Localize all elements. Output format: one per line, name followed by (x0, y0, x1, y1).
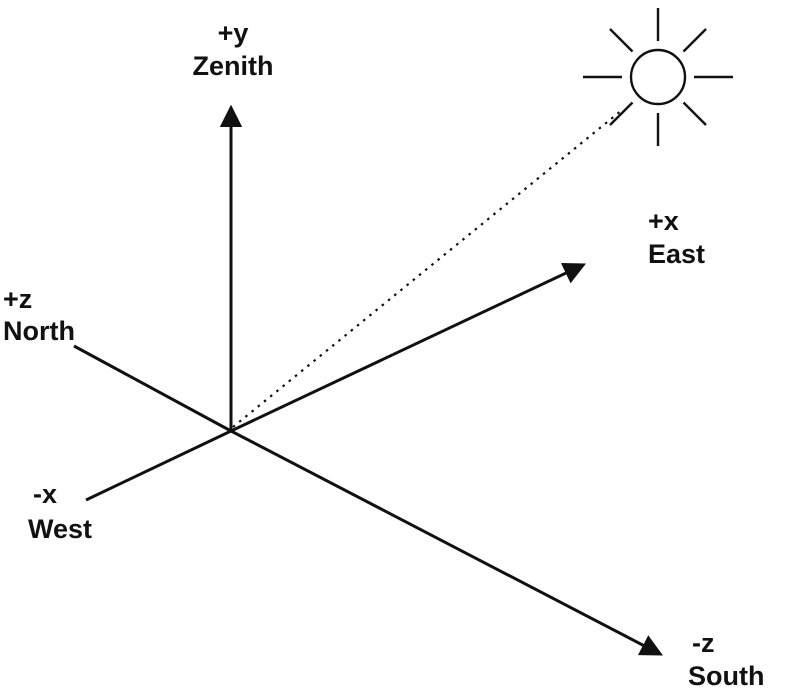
z-axis-north-line (73, 344, 232, 433)
sun-ray (609, 28, 634, 53)
label-east-symbol: +x (648, 206, 679, 236)
sun-ray (682, 101, 707, 126)
label-east-word: East (648, 239, 705, 269)
origin-to-sun-dotted-line (232, 109, 623, 428)
sun-ray (682, 28, 707, 53)
label-y-symbol: +y (218, 18, 249, 48)
label-y-word: Zenith (193, 51, 274, 81)
label-north-word: North (3, 316, 75, 346)
sun-icon (583, 8, 733, 146)
sun-disc (629, 48, 687, 106)
x-axis-east-line (230, 262, 587, 433)
label-north-symbol: +z (3, 284, 32, 314)
x-axis-west-line (85, 429, 232, 502)
label-west-word: West (28, 514, 92, 544)
label-south-word: South (688, 661, 764, 691)
label-south-symbol: -z (692, 628, 715, 658)
label-west-symbol: -x (33, 479, 57, 509)
sun-ray (609, 101, 634, 126)
z-axis-south-line (230, 429, 663, 656)
